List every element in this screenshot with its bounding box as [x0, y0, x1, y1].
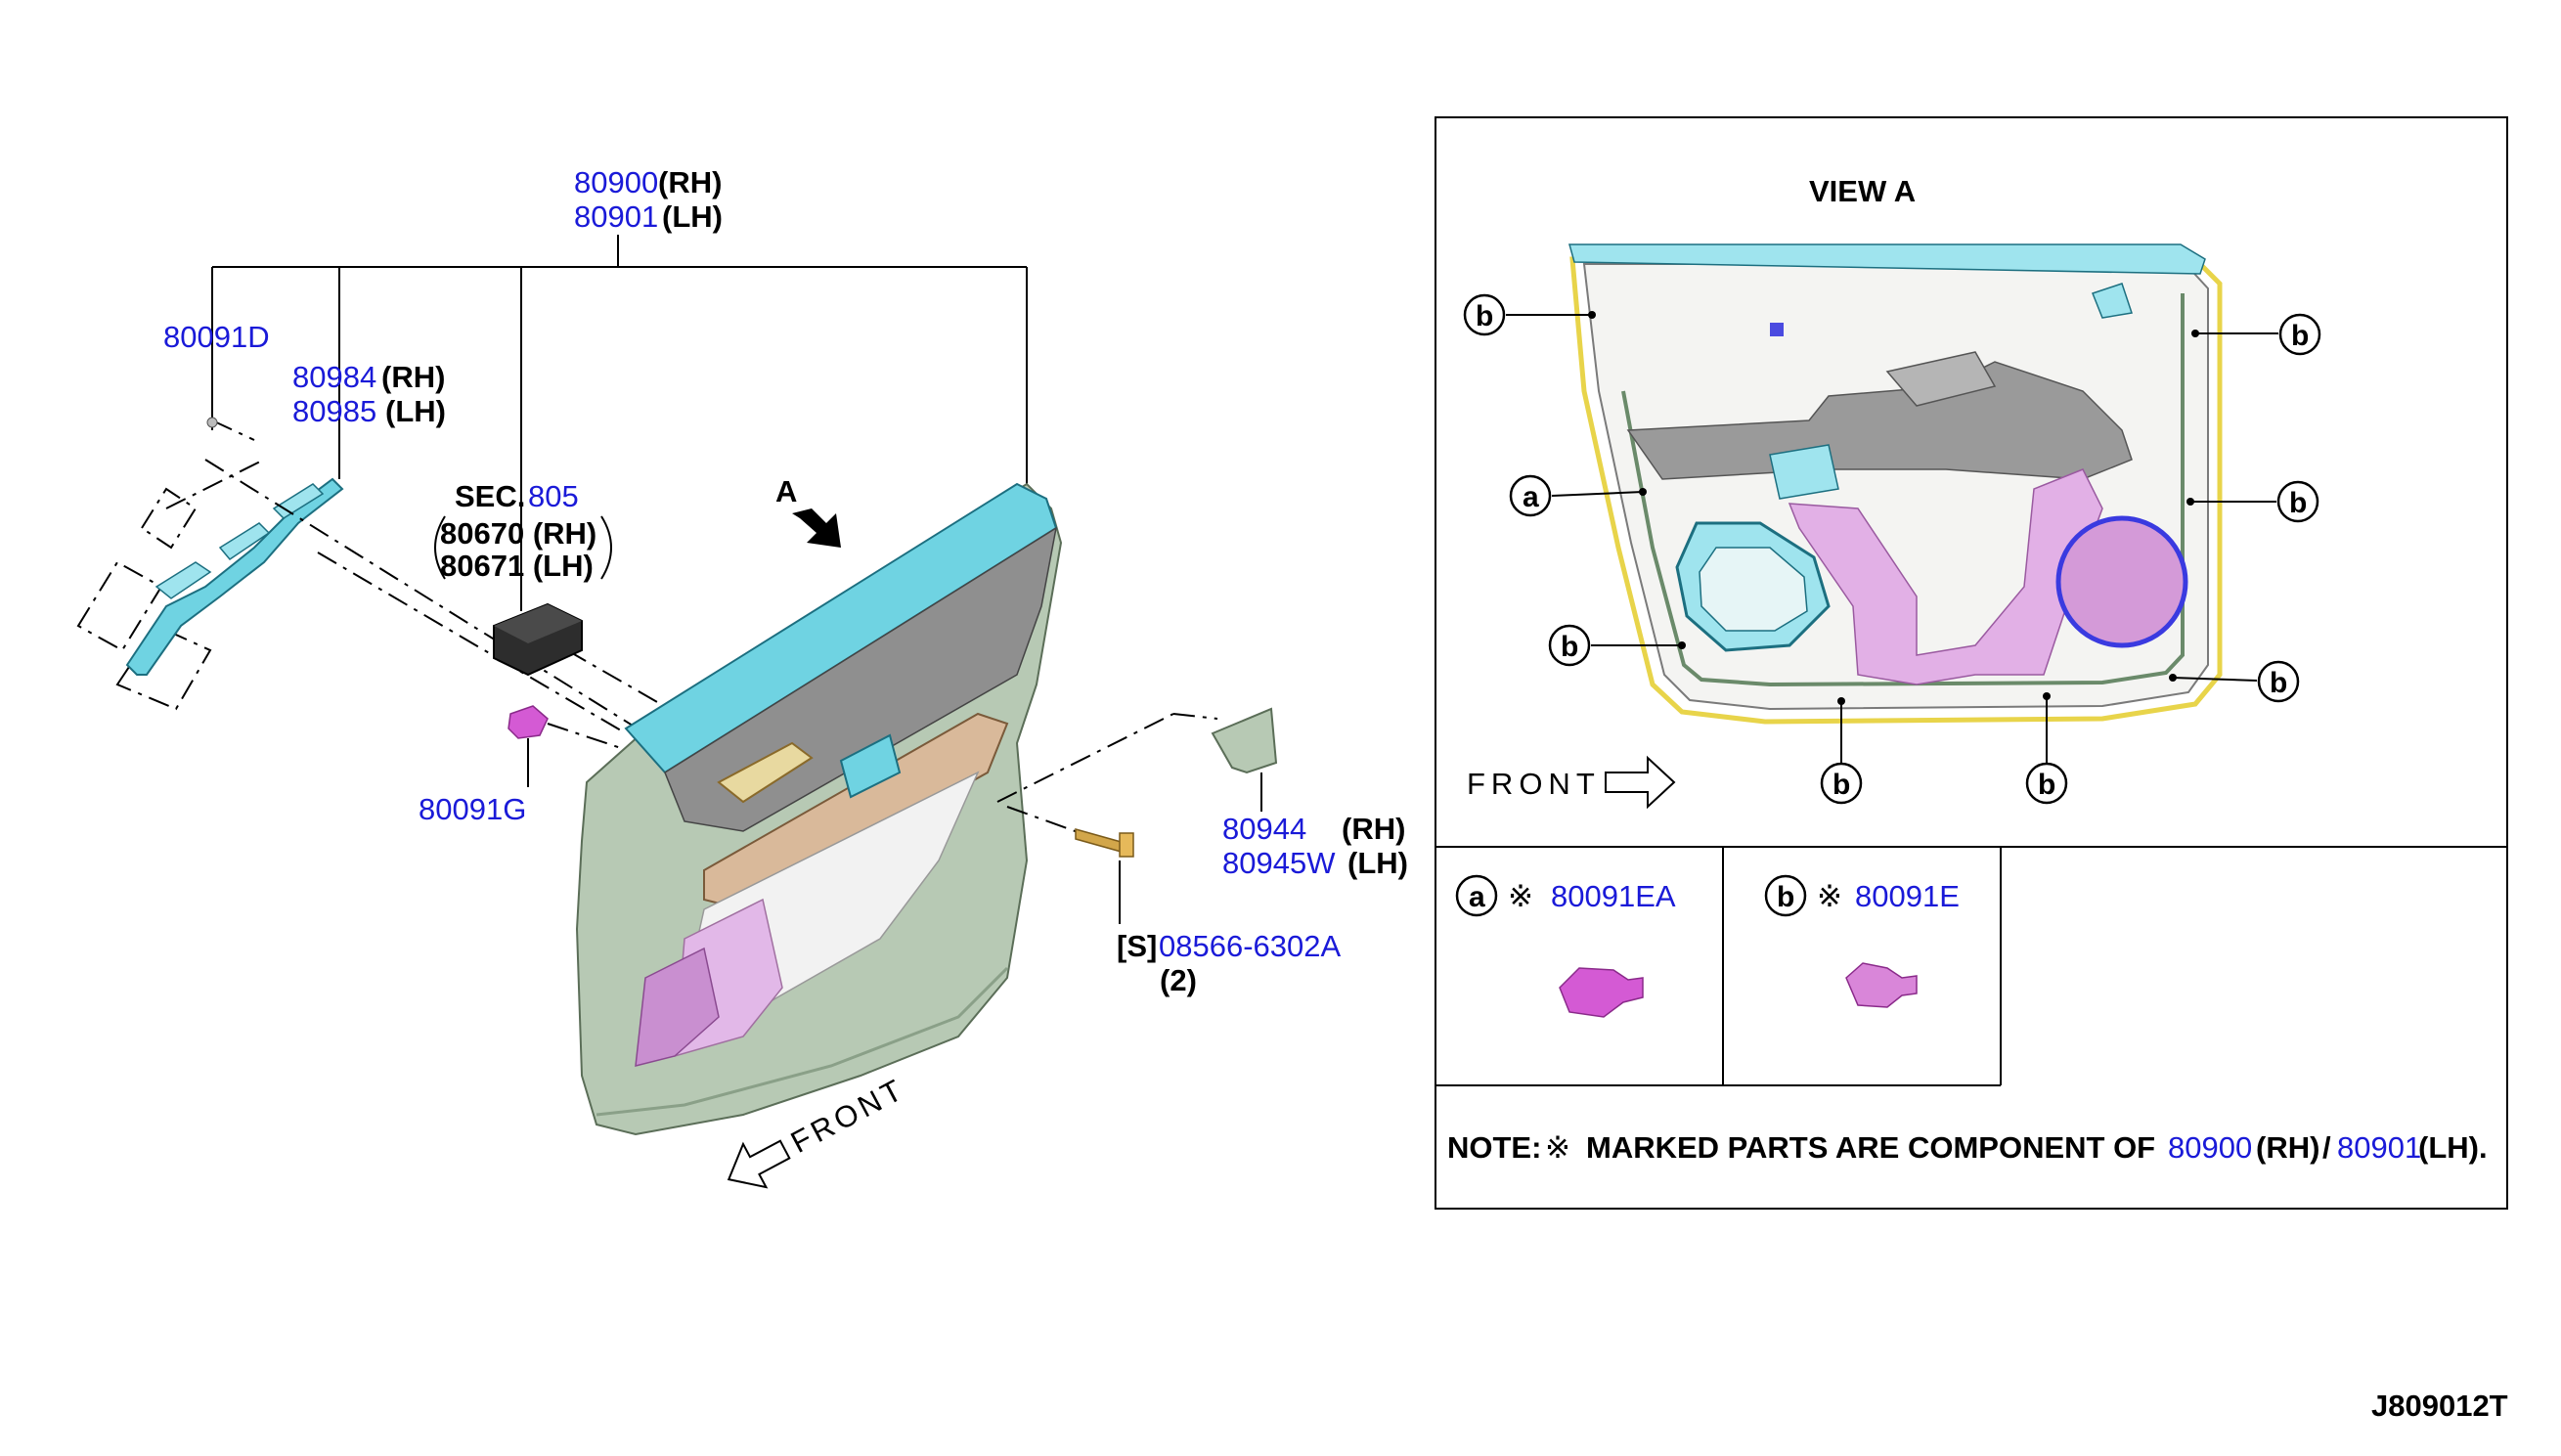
callout-b-7[interactable]: b	[2025, 692, 2068, 805]
svg-text:a: a	[1469, 881, 1485, 913]
clip-g-part-number[interactable]: 80091G	[419, 792, 526, 826]
callout-b-4[interactable]: b	[1548, 624, 1686, 667]
svg-text:(RH): (RH)	[2256, 1130, 2319, 1165]
callout-b-5[interactable]: b	[2169, 660, 2300, 703]
sec-number[interactable]: 805	[528, 479, 579, 513]
sec-prefix: SEC.	[455, 479, 525, 513]
callout-b-3[interactable]: b	[2186, 480, 2319, 523]
finisher-rh-side: (RH)	[1342, 812, 1405, 846]
finisher-lh-part-number[interactable]: 80945W	[1222, 846, 1336, 880]
svg-text:(LH).: (LH).	[2418, 1130, 2488, 1165]
svg-text:b: b	[2291, 320, 2309, 352]
clip-g	[508, 705, 549, 787]
note-rh-part-number[interactable]: 80900	[2168, 1130, 2252, 1165]
screw-part-number[interactable]: 08566-6302A	[1159, 929, 1341, 963]
bracket-rh-side: (RH)	[381, 360, 445, 394]
clip-a-image	[1559, 967, 1644, 1018]
trim-lh-side: (LH)	[662, 199, 723, 234]
callout-b-2[interactable]: b	[2191, 313, 2321, 356]
window-switch	[493, 474, 583, 677]
svg-text:b: b	[1476, 300, 1493, 332]
view-a-front-label: FRONT	[1467, 767, 1601, 801]
svg-text:b: b	[1832, 769, 1850, 801]
legend-a-part-number[interactable]: 80091EA	[1551, 879, 1676, 913]
clip-d-part-number[interactable]: 80091D	[163, 320, 270, 354]
svg-text:/: /	[2322, 1130, 2331, 1165]
svg-text:b: b	[2289, 487, 2307, 519]
note-lh-part-number[interactable]: 80901	[2337, 1130, 2421, 1165]
svg-text:MARKED PARTS ARE COMPONENT OF: MARKED PARTS ARE COMPONENT OF	[1586, 1130, 2155, 1165]
svg-text:※: ※	[1508, 879, 1533, 913]
bracket-lh-side: (LH)	[385, 394, 446, 428]
finisher	[996, 707, 1278, 812]
switch-lh-label: 80671 (LH)	[440, 549, 594, 583]
finisher-rh-part-number[interactable]: 80944	[1222, 812, 1306, 846]
clip-b-image	[1845, 962, 1918, 1008]
legend-b-part-number[interactable]: 80091E	[1855, 879, 1960, 913]
svg-text:※: ※	[1545, 1130, 1570, 1165]
right-paren	[600, 515, 612, 580]
bracket-assembly	[76, 417, 344, 711]
svg-text:b: b	[2038, 769, 2055, 801]
svg-text:a: a	[1523, 481, 1539, 513]
bracket-lh-part-number[interactable]: 80985	[292, 394, 376, 428]
trim-lh-part-number[interactable]: 80901	[574, 199, 658, 234]
callout-b-1[interactable]: b	[1463, 293, 1596, 336]
diagram-id: J809012T	[2371, 1389, 2508, 1423]
left-paren	[434, 515, 446, 580]
svg-text:b: b	[2270, 667, 2287, 699]
door-inner-view	[1568, 243, 2223, 725]
svg-text:※: ※	[1817, 879, 1842, 913]
trim-rh-part-number[interactable]: 80900	[574, 165, 658, 199]
callout-a-1[interactable]: a	[1509, 474, 1647, 517]
trim-rh-side: (RH)	[658, 165, 722, 199]
svg-text:NOTE:: NOTE:	[1447, 1130, 1541, 1165]
finisher-lh-side: (LH)	[1347, 846, 1408, 880]
legend-b: b ※ 80091E	[1764, 874, 1960, 1008]
view-a-arrow-label: A	[775, 474, 797, 508]
switch-rh-label: 80670 (RH)	[440, 516, 596, 551]
view-a-front-arrow	[1605, 755, 1676, 810]
screw-s-mark: [S]	[1117, 929, 1157, 963]
note: NOTE: ※ MARKED PARTS ARE COMPONENT OF 80…	[1447, 1130, 2488, 1165]
callout-b-6[interactable]: b	[1820, 697, 1863, 805]
screw	[1006, 806, 1134, 924]
door-trim-panel	[575, 482, 1063, 1136]
view-a-arrow	[792, 508, 841, 548]
view-a-frame	[1435, 116, 2508, 1210]
legend-a: a ※ 80091EA	[1455, 874, 1676, 1018]
svg-text:b: b	[1777, 881, 1794, 913]
svg-text:b: b	[1561, 631, 1578, 663]
screw-quantity: (2)	[1160, 963, 1197, 997]
view-a-title: VIEW A	[1809, 174, 1916, 208]
bracket-rh-part-number[interactable]: 80984	[292, 360, 376, 394]
top-leader-tree	[211, 235, 1028, 484]
